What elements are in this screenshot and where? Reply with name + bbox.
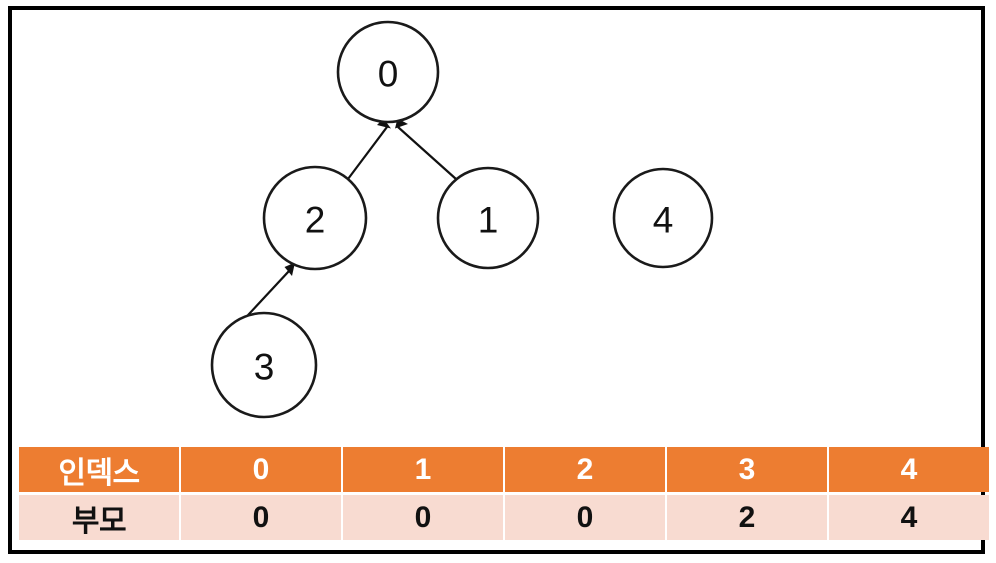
graph-node-4[interactable]: 4 (612, 167, 714, 269)
node-3-label: 3 (254, 347, 275, 388)
node-1-circle[interactable] (436, 166, 540, 270)
index-cell-0: 0 (181, 447, 341, 492)
edge-1-to-0-line (397, 126, 457, 180)
parent-array-table: 인덱스 0 1 2 3 4 부모 0 0 0 2 4 (17, 444, 991, 543)
node-0-circle[interactable] (336, 20, 440, 124)
graph-node-1[interactable]: 1 (436, 166, 540, 270)
graph-area: 0 2 1 4 3 (8, 6, 985, 436)
parent-cell-4: 4 (829, 495, 989, 540)
index-cell-3: 3 (667, 447, 827, 492)
edge-2-to-0-line (347, 126, 388, 180)
forest-graph-svg: 0 2 1 4 3 (210, 20, 714, 419)
node-0-label: 0 (378, 54, 399, 95)
graph-node-3[interactable]: 3 (210, 311, 318, 419)
graph-node-2[interactable]: 2 (262, 165, 368, 271)
parent-cell-2: 0 (505, 495, 665, 540)
node-3-circle[interactable] (210, 311, 318, 419)
edge-3-to-2-arrowhead (284, 262, 295, 276)
node-4-label: 4 (653, 200, 674, 241)
table-row-parent: 부모 0 0 0 2 4 (19, 495, 989, 540)
graph-node-0[interactable]: 0 (336, 20, 440, 124)
parent-cell-1: 0 (343, 495, 503, 540)
parent-cell-0: 0 (181, 495, 341, 540)
node-2-label: 2 (305, 200, 326, 241)
row-label-index: 인덱스 (19, 447, 179, 492)
index-cell-2: 2 (505, 447, 665, 492)
edge-2-to-0-arrowhead (377, 118, 391, 129)
parent-cell-3: 2 (667, 495, 827, 540)
node-4-circle[interactable] (612, 167, 714, 269)
row-label-parent: 부모 (19, 495, 179, 540)
index-cell-4: 4 (829, 447, 989, 492)
node-1-label: 1 (478, 200, 499, 241)
table-row-index: 인덱스 0 1 2 3 4 (19, 447, 989, 492)
edge-2-to-0 (347, 118, 391, 180)
index-cell-1: 1 (343, 447, 503, 492)
node-2-circle[interactable] (262, 165, 368, 271)
edge-1-to-0 (395, 118, 457, 180)
